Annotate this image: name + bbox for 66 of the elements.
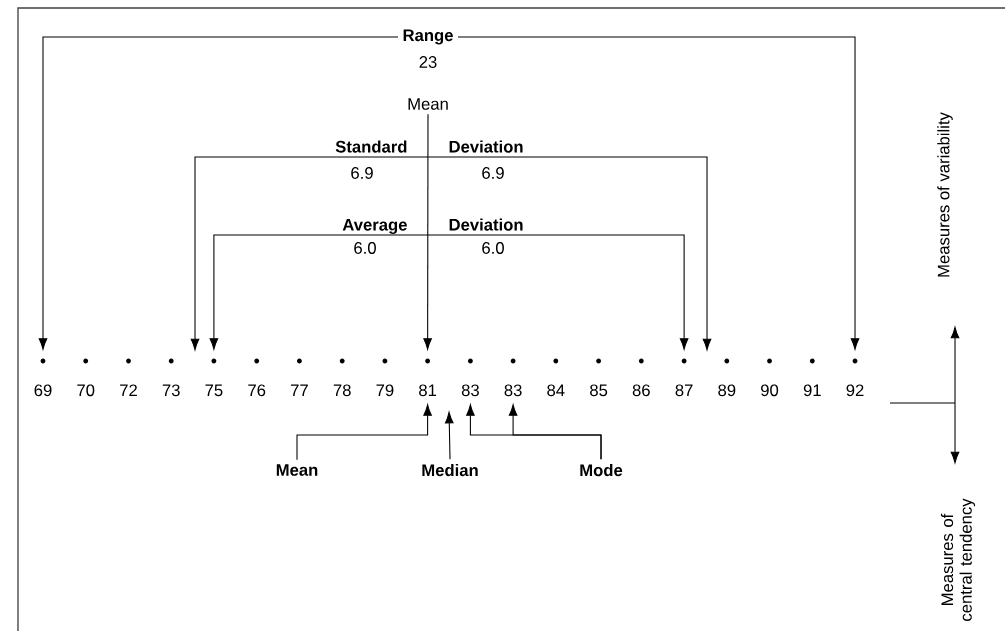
data-point: 92 [846,358,864,397]
measure-label: Deviation [449,140,523,153]
measure-label: Deviation [449,218,523,231]
data-point: 69 [34,358,52,397]
arrow [427,156,712,351]
node-label: 86 [632,384,650,397]
measure-label: Mean [271,460,323,480]
data-point: 90 [761,358,779,397]
data-point: 84 [547,358,565,397]
value-label: 6.9 [482,167,504,179]
arrow [427,234,689,350]
measure-label: Mode [575,459,627,481]
data-point: 75 [205,358,223,397]
node-label: 87 [675,384,693,397]
node-label: 77 [290,384,308,396]
data-point: 91 [803,358,821,397]
node-label: 76 [248,384,266,397]
node-label: 83 [504,384,522,397]
data-point: 76 [248,358,266,397]
data-point: 86 [632,358,650,397]
data-point: 79 [376,358,394,397]
data-point: 83 [504,358,522,397]
node-label: 89 [718,384,736,397]
data-point: 70 [77,358,95,397]
arrow [423,113,432,350]
measure-label: Mean [403,94,453,114]
data-point: 73 [162,358,180,397]
arrow [38,36,399,350]
data-point: 89 [718,358,736,397]
node-label: 91 [803,384,821,397]
node-label: 90 [761,384,779,397]
node-label: 75 [205,384,223,397]
node-label: 83 [461,384,479,397]
measure-label: Average [342,219,407,234]
arrow [508,404,602,460]
axis-label: Measures of variability [937,112,953,277]
arrow [457,36,860,350]
data-point: 83 [461,358,479,397]
arrow [209,234,429,350]
value-label: 6.0 [482,242,504,254]
data-point: 77 [291,358,308,396]
node-label: 79 [376,384,394,397]
node-label: 69 [34,384,52,397]
node-label: 78 [333,384,351,397]
node-label: 85 [590,384,608,397]
node-label: 72 [120,384,137,396]
value-label: 6.0 [354,242,376,254]
data-point: 72 [120,358,137,396]
data-point: 87 [675,358,693,397]
measure-label: Standard [335,140,407,153]
arrow [296,404,432,461]
value-label: 23 [419,56,437,68]
arrow [444,411,454,460]
node-label: 70 [77,384,95,397]
measure-label: Range [398,25,458,49]
data-point: 81 [419,358,437,397]
measure-label: Median [417,459,483,481]
data-point: 85 [590,358,608,397]
node-label: 92 [846,384,864,397]
arrow [190,156,429,351]
data-point: 78 [333,358,351,397]
value-label: 6.9 [351,167,373,179]
node-label: 73 [162,384,180,397]
node-label: 81 [419,384,437,397]
node-label: 84 [547,384,565,397]
axis-label: Measures of central tendency [940,498,976,621]
